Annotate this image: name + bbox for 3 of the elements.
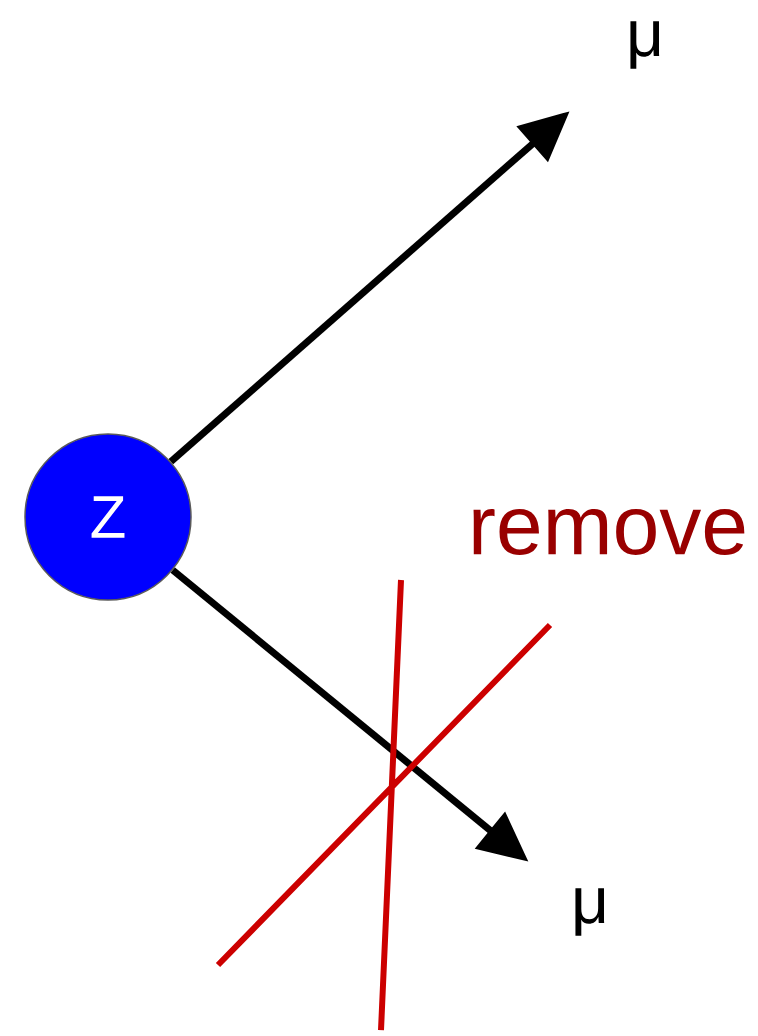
annotation-text: remove: [473, 509, 745, 555]
particle-label: μ: [575, 888, 605, 936]
particle-label: μ: [630, 21, 660, 69]
